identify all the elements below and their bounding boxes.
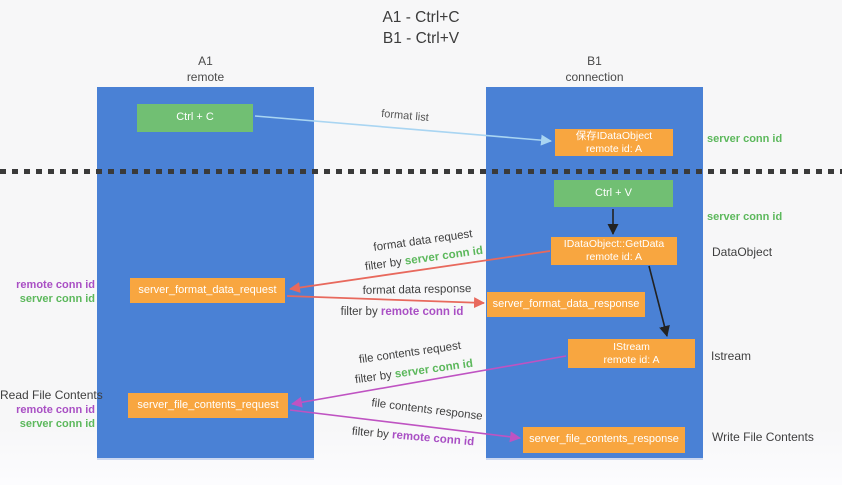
lifeline-b1-subtitle: connection [565,69,624,84]
node-format-request-label: server_format_data_request [138,283,277,296]
node-save-idataobject-line2: remote id: A [585,142,643,155]
node-istream-line1: IStream [613,340,650,353]
title-line-2: B1 - Ctrl+V [382,29,460,47]
filter-by-text: filter by [354,369,393,387]
side-label-server-conn-id-mid: server conn id [707,211,783,223]
side-label-write-file-contents: Write File Contents [712,430,814,444]
node-ctrl-c-label: Ctrl + C [176,111,214,124]
node-istream-line2: remote id: A [603,353,660,366]
node-server-format-data-request: server_format_data_request [130,278,285,303]
side-label-group-format-request: remote conn id server conn id [0,278,95,306]
remote-conn-id-text: remote conn id [391,429,475,449]
title-line-1: A1 - Ctrl+C [382,9,460,26]
lifeline-header-b1: B1 connection [486,54,703,85]
edge-label-format-list: format list [380,107,430,125]
diagram-title: A1 - Ctrl+C B1 - Ctrl+V [0,8,842,50]
node-file-request-label: server_file_contents_request [137,398,279,411]
node-ctrl-c: Ctrl + C [137,104,253,132]
lifeline-b1-name: B1 [587,54,602,68]
remote-conn-id-text: remote conn id [380,306,464,318]
side-label-server-conn-id-top: server conn id [707,133,783,145]
filter-by-text: filter by [364,256,403,274]
node-idataobject-getdata: IDataObject::GetData remote id: A [551,237,677,265]
node-ctrl-v-label: Ctrl + V [595,186,632,199]
filter-by-text: filter by [340,306,378,318]
node-format-response-label: server_format_data_response [492,297,640,310]
side-label-server-conn-id-1: server conn id [19,293,95,305]
side-label-dataobject: DataObject [712,245,773,259]
filter-by-text: filter by [351,425,390,441]
node-server-format-data-response: server_format_data_response [487,292,645,317]
side-label-remote-conn-id-2: remote conn id [16,404,95,416]
lifeline-a1-subtitle: remote [186,69,225,84]
phase-divider-dotted-line [0,169,842,174]
edge-label-format-data-response: format data response [362,283,472,297]
lifeline-a1-name: A1 [198,54,213,68]
arrow-format-data-response [286,295,485,309]
side-label-read-file-contents: Read File Contents [0,388,103,402]
side-label-group-file-request: remote conn id server conn id [0,403,95,431]
node-getdata-line1: IDataObject::GetData [563,238,665,251]
lifeline-header-a1: A1 remote [97,54,314,85]
node-save-idataobject-line1: 保存IDataObject [575,129,653,142]
node-save-idataobject: 保存IDataObject remote id: A [555,129,673,156]
node-istream: IStream remote id: A [568,339,695,368]
edge-label-filter-by-remote-conn-id-1: filter by remote conn id [341,306,464,318]
side-label-remote-conn-id-1: remote conn id [16,279,95,291]
server-conn-id-text: server conn id [404,244,484,268]
node-getdata-line2: remote id: A [585,251,643,263]
node-ctrl-v: Ctrl + V [554,180,673,207]
side-label-server-conn-id-2: server conn id [19,418,95,430]
edge-label-file-contents-response: file contents response [370,397,484,423]
node-server-file-contents-request: server_file_contents_request [128,393,288,418]
node-file-response-label: server_file_contents_response [529,433,679,446]
node-server-file-contents-response: server_file_contents_response [523,427,685,453]
edge-label-filter-by-remote-conn-id-2: filter by remote conn id [351,426,474,449]
server-conn-id-text: server conn id [394,357,474,381]
side-label-istream: Istream [711,349,752,363]
